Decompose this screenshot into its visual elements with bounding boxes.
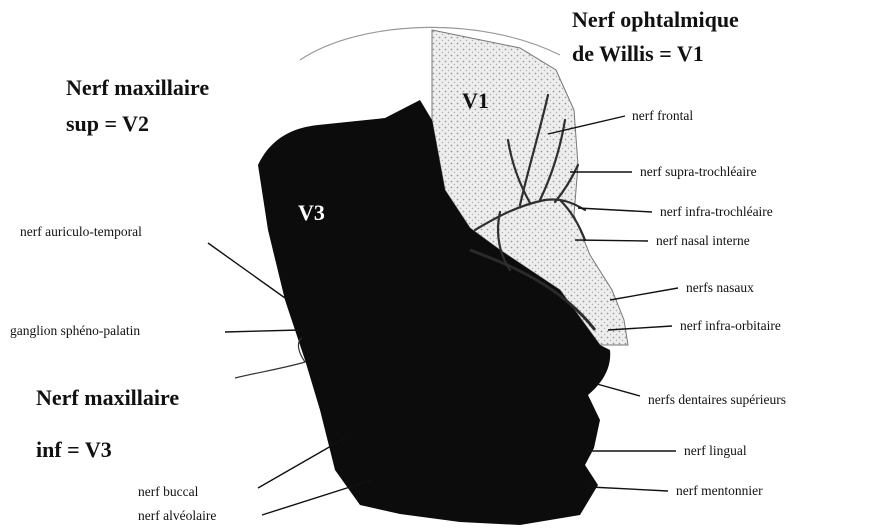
leader-ganglion bbox=[225, 330, 300, 332]
leader-dentaires bbox=[597, 384, 640, 396]
title-v3-line1: Nerf maxillaire bbox=[36, 384, 179, 412]
label-nerf-alveolaire: nerf alvéolaire bbox=[138, 508, 216, 524]
zone-label-v1: V1 bbox=[462, 88, 489, 114]
leader-nasal-interne bbox=[575, 240, 648, 241]
leader-infra-trochleaire bbox=[578, 208, 652, 212]
label-nerf-infra-orbitaire: nerf infra-orbitaire bbox=[680, 318, 781, 334]
label-nerfs-dentaires-superieurs: nerfs dentaires supérieurs bbox=[648, 392, 786, 408]
leader-mentonnier bbox=[590, 487, 668, 491]
label-nerf-buccal: nerf buccal bbox=[138, 484, 198, 500]
title-v2-line1: Nerf maxillaire bbox=[66, 74, 209, 102]
leader-nerfs-nasaux bbox=[610, 288, 678, 300]
label-nerf-infra-trochleaire: nerf infra-trochléaire bbox=[660, 204, 773, 220]
zone-label-v3: V3 bbox=[298, 200, 325, 226]
label-nerf-nasal-interne: nerf nasal interne bbox=[656, 233, 750, 249]
label-nerf-lingual: nerf lingual bbox=[684, 443, 747, 459]
label-nerfs-nasaux: nerfs nasaux bbox=[686, 280, 754, 296]
title-v3-line2: inf = V3 bbox=[36, 436, 112, 464]
ganglion-loop bbox=[235, 338, 305, 378]
title-v1-line1: Nerf ophtalmique bbox=[572, 6, 739, 34]
label-nerf-auriculo-temporal: nerf auriculo-temporal bbox=[20, 224, 142, 240]
label-nerf-supra-trochleaire: nerf supra-trochléaire bbox=[640, 164, 757, 180]
label-nerf-mentonnier: nerf mentonnier bbox=[676, 483, 763, 499]
title-v2-line2: sup = V2 bbox=[66, 110, 149, 138]
label-nerf-frontal: nerf frontal bbox=[632, 108, 693, 124]
label-ganglion-spheno-palatin: ganglion sphéno-palatin bbox=[10, 323, 140, 339]
leader-buccal bbox=[258, 438, 345, 488]
title-v1-line2: de Willis = V1 bbox=[572, 40, 704, 68]
